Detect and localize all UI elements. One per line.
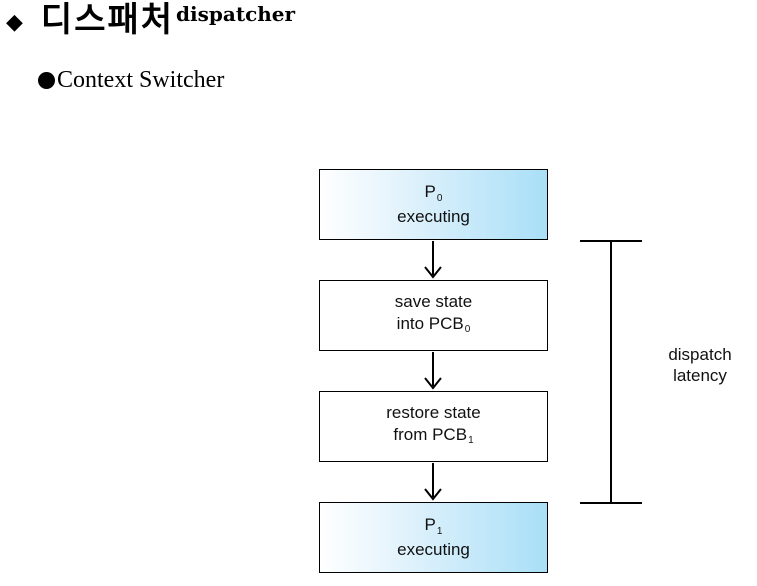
diamond-bullet-icon: ◆ [6, 10, 23, 35]
box-restore-line2: from PCB1 [393, 424, 474, 446]
arrow-1-head [424, 266, 442, 279]
box-restore-state: restore state from PCB1 [319, 391, 548, 462]
subheading: Context Switcher [38, 66, 224, 94]
latency-label-line2: latency [673, 366, 727, 385]
latency-label-line1: dispatch [668, 345, 732, 364]
circle-bullet-icon [38, 71, 55, 89]
box-p0-executing: P0 executing [319, 169, 548, 240]
slide-title: ◆ 디스패처 dispatcher [6, 0, 295, 44]
box-p0-line2: executing [397, 207, 470, 226]
title-suffix: dispatcher [176, 2, 296, 26]
arrow-3-head [424, 488, 442, 501]
box-save-line2: into PCB0 [396, 313, 471, 335]
arrow-2-head [424, 377, 442, 390]
box-p1-line2: executing [397, 540, 470, 559]
subheading-text: Context Switcher [57, 67, 225, 93]
dispatch-latency-label: dispatch latency [640, 344, 757, 386]
box-p1-line1: P1 [424, 515, 443, 537]
box-save-state: save state into PCB0 [319, 280, 548, 351]
box-p0-line1: P0 [424, 182, 443, 204]
title-korean: 디스패처 [40, 0, 175, 40]
box-restore-line1: restore state [386, 402, 481, 422]
box-save-line1: save state [394, 291, 473, 311]
box-p1-executing: P1 executing [319, 502, 548, 573]
